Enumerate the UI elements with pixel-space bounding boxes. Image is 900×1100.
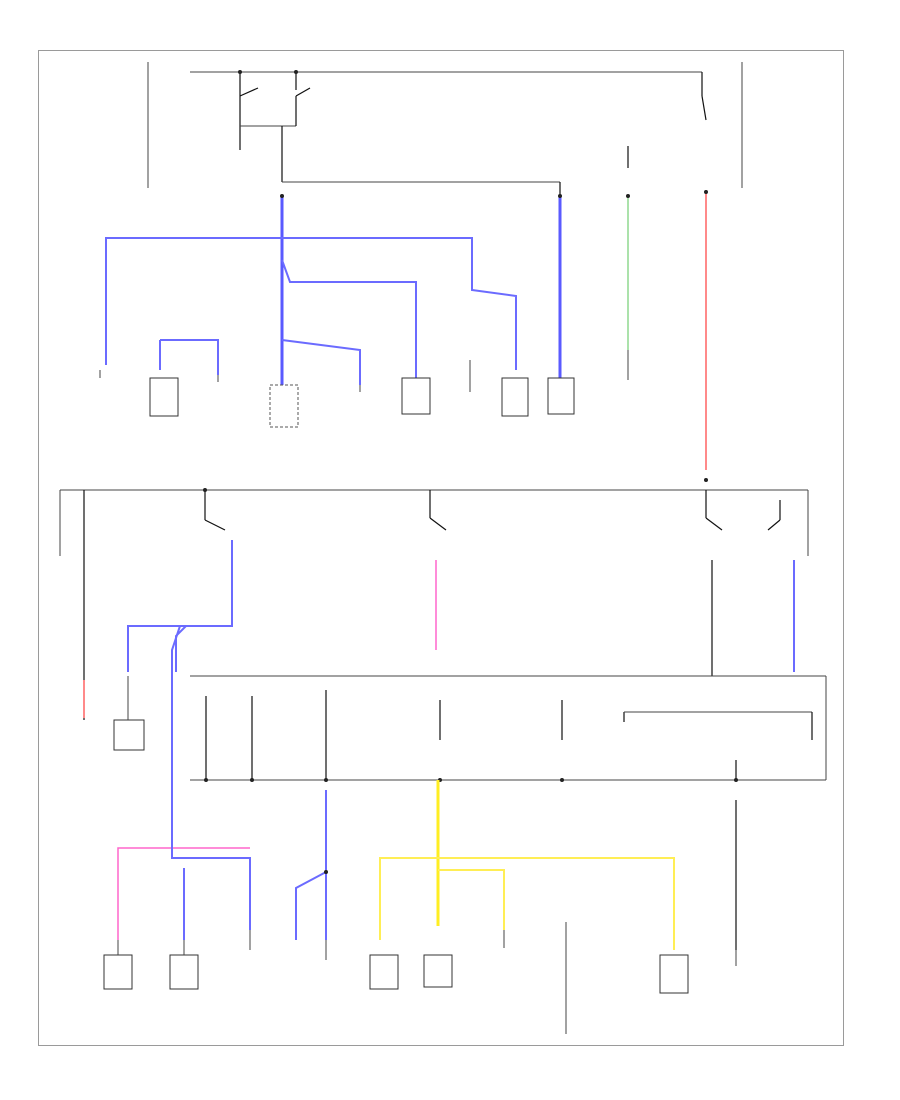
component-box — [369, 954, 399, 990]
component-box — [149, 377, 179, 417]
component-box — [423, 954, 453, 988]
upper-components — [99, 350, 629, 428]
upper-blue-harness — [105, 190, 708, 470]
component-box — [659, 954, 689, 994]
component-box — [113, 719, 145, 751]
fuse-block — [190, 675, 827, 782]
lower-harness — [117, 625, 737, 1034]
lower-components — [103, 676, 737, 994]
component-box — [501, 377, 529, 417]
component-box — [401, 377, 431, 415]
ignition-switch-section — [59, 478, 809, 720]
component-box — [547, 377, 575, 415]
power-source-section — [147, 62, 743, 196]
diagram-border — [38, 50, 844, 1046]
component-box — [103, 954, 133, 990]
component-box — [169, 954, 199, 990]
component-box — [269, 384, 299, 428]
